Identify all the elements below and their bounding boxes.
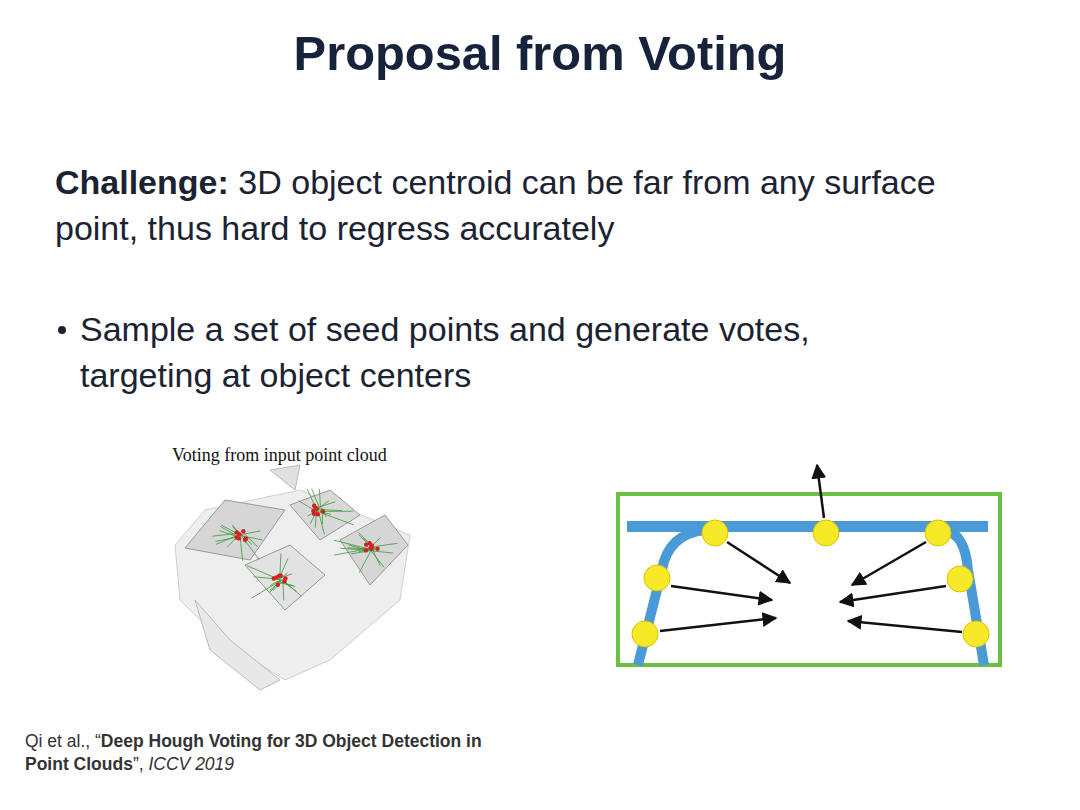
point-cloud [175,465,410,690]
citation-venue: ICCV 2019 [148,754,234,774]
table-vote-figure [618,465,1000,665]
citation-text: ”, [133,754,149,774]
challenge-paragraph: Challenge:3D object centroid can be far … [55,160,975,252]
citation-text: Qi et al., “ [25,731,101,751]
bullet-text: Sample a set of seed points and generate… [80,307,840,399]
figure-caption: Voting from input point cloud [172,443,387,467]
bullet [58,326,66,334]
challenge-heading: Challenge: [55,163,229,201]
citation: Qi et al., “Deep Hough Voting for 3D Obj… [25,730,505,776]
slide-title: Proposal from Voting [0,24,1080,83]
